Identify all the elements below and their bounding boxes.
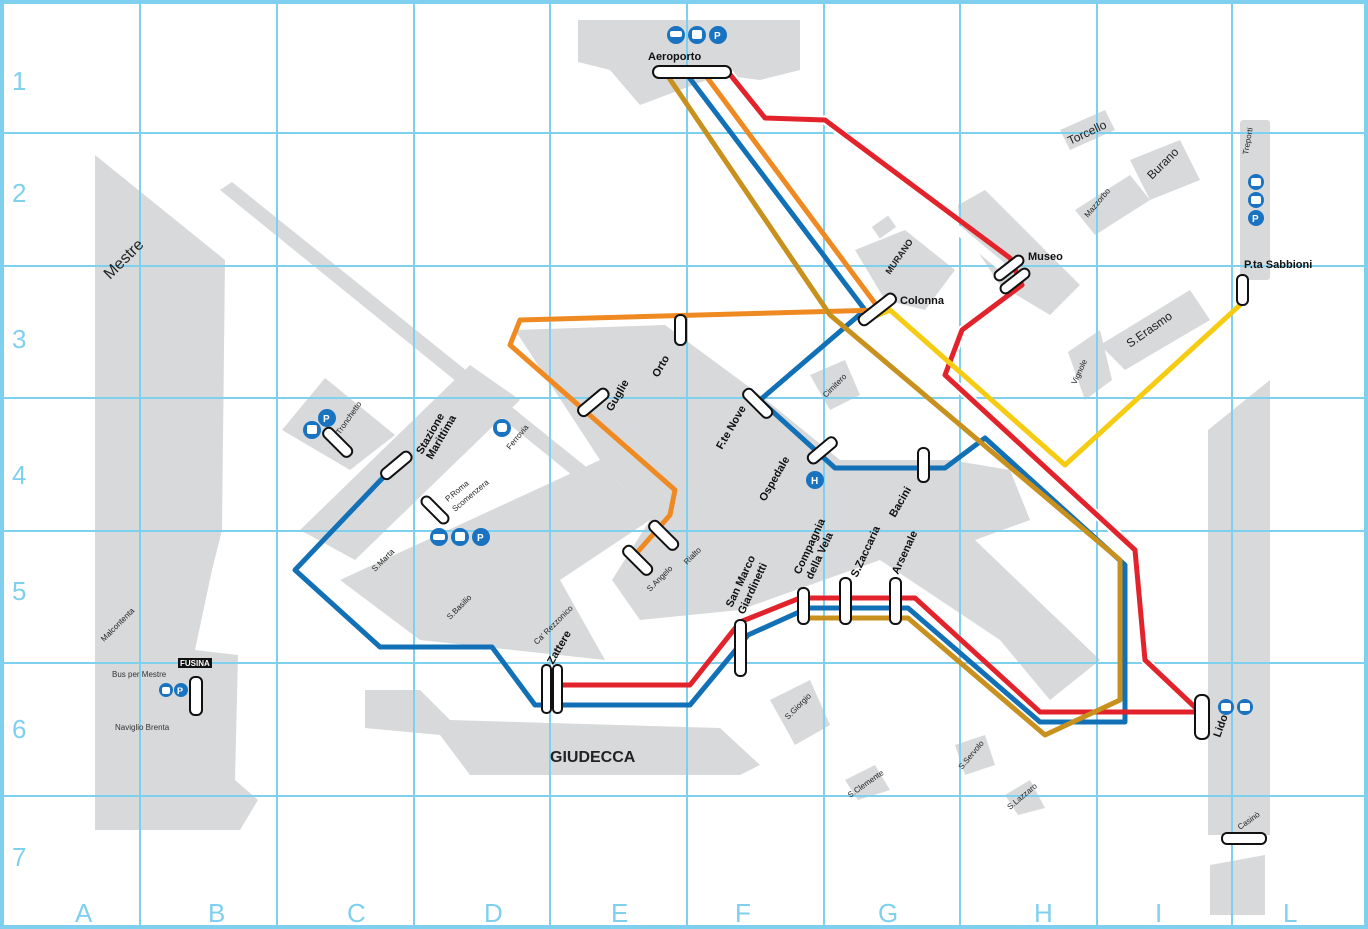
label-ptasabbioni: P.ta Sabbioni [1244, 259, 1312, 271]
stop-tronchetto[interactable] [321, 426, 354, 459]
ferrovia-icon [493, 419, 511, 437]
venice-west [340, 460, 650, 660]
col-label-i: I [1155, 898, 1162, 928]
treporti-icons: P [1248, 174, 1264, 226]
stop-sanmarco[interactable] [734, 619, 747, 677]
lido-icons [1218, 699, 1253, 715]
stop-proma[interactable] [419, 494, 450, 525]
mestre-land [95, 155, 258, 830]
airport-icons: P [667, 26, 727, 44]
parking-icon [709, 26, 727, 44]
stop-sangelo[interactable] [621, 544, 654, 577]
col-label-l: L [1283, 898, 1297, 928]
stop-bacini[interactable] [917, 447, 930, 483]
hospital-icon: H [806, 471, 824, 489]
fusina-badge: FUSINA [178, 658, 212, 668]
sgiorgio-land [770, 680, 830, 745]
tronchetto-land [282, 378, 395, 470]
stop-ospedale[interactable] [806, 435, 839, 465]
stop-stazione[interactable] [379, 450, 414, 482]
stop-casino[interactable] [1221, 832, 1267, 845]
row-label-6: 6 [12, 714, 26, 744]
serasmo-land [1100, 290, 1210, 370]
label-fusina: FUSINA [180, 659, 210, 668]
parking-icon [318, 409, 336, 427]
row-label-7: 7 [12, 842, 26, 872]
mazzorbo-land [1075, 175, 1150, 235]
smarta-strip [300, 365, 520, 560]
sservolo-land [955, 735, 995, 775]
col-label-d: D [484, 898, 503, 928]
svg-text:P: P [1252, 214, 1259, 225]
stop-orto[interactable] [674, 314, 687, 346]
stop-fusina[interactable] [189, 676, 203, 716]
airport-land [578, 20, 800, 105]
parking-icon [174, 683, 188, 697]
row-label-1: 1 [12, 66, 26, 96]
svg-text:P: P [477, 533, 484, 544]
col-label-g: G [878, 898, 898, 928]
col-label-h: H [1034, 898, 1053, 928]
stop-arsenale[interactable] [889, 577, 902, 625]
stop-markers [189, 65, 1267, 845]
stop-rialto[interactable] [647, 519, 680, 552]
area-giudecca: GIUDECCA [550, 749, 636, 766]
row-label-3: 3 [12, 324, 26, 354]
label-museo: Museo [1028, 251, 1063, 263]
col-label-b: B [208, 898, 225, 928]
stop-zattere-b[interactable] [552, 664, 563, 714]
col-label-a: A [75, 898, 93, 928]
vignole-land [1068, 330, 1112, 400]
label-naviglio: Naviglio Brenta [115, 723, 170, 732]
stop-ftenove[interactable] [741, 387, 774, 420]
grid-labels: A B C D E F G H I L 1 2 3 4 5 6 7 [12, 66, 1297, 928]
museo-land [958, 190, 1080, 315]
land-layer [95, 20, 1270, 915]
label-colonna: Colonna [900, 295, 945, 307]
murano-islet [871, 215, 897, 239]
row-label-2: 2 [12, 178, 26, 208]
proma-icons: P [430, 528, 490, 546]
murano-land [855, 230, 955, 310]
label-aeroporto: Aeroporto [648, 51, 701, 63]
giudecca-land [365, 690, 760, 775]
svg-text:P: P [177, 686, 183, 696]
lido-land [1208, 380, 1270, 835]
fusina-icons: P [159, 683, 188, 697]
stop-lido[interactable] [1194, 694, 1210, 740]
svg-text:P: P [714, 31, 721, 42]
route-red [554, 69, 1203, 715]
venice-main [515, 325, 1100, 700]
route-gold [662, 69, 1123, 738]
tronchetto-icons: P [303, 409, 336, 439]
col-label-e: E [611, 898, 628, 928]
stop-ptasabbioni[interactable] [1236, 274, 1249, 306]
parking-icon [1248, 210, 1264, 226]
stop-guglie[interactable] [576, 387, 611, 419]
icons: P P P H [159, 26, 1264, 715]
row-label-5: 5 [12, 576, 26, 606]
burano-land [1130, 140, 1200, 200]
slazzaro-land [1005, 780, 1045, 815]
row-label-4: 4 [12, 460, 26, 490]
svg-text:H: H [811, 476, 818, 487]
parking-icon [472, 528, 490, 546]
svg-text:P: P [323, 414, 330, 425]
torcello-land [1060, 110, 1115, 150]
stop-museo-b[interactable] [999, 267, 1032, 296]
stop-museo-a[interactable] [993, 254, 1026, 283]
stop-zattere-a[interactable] [541, 664, 552, 714]
stop-colonna[interactable] [857, 292, 898, 328]
sclemente-land [845, 765, 890, 800]
label-bus-mestre: Bus per Mestre [112, 670, 167, 679]
col-label-c: C [347, 898, 366, 928]
stop-szaccaria[interactable] [839, 577, 852, 625]
stop-aeroporto[interactable] [652, 65, 732, 79]
col-label-f: F [735, 898, 751, 928]
lido-south [1210, 855, 1265, 915]
stop-compagnia[interactable] [797, 587, 810, 625]
